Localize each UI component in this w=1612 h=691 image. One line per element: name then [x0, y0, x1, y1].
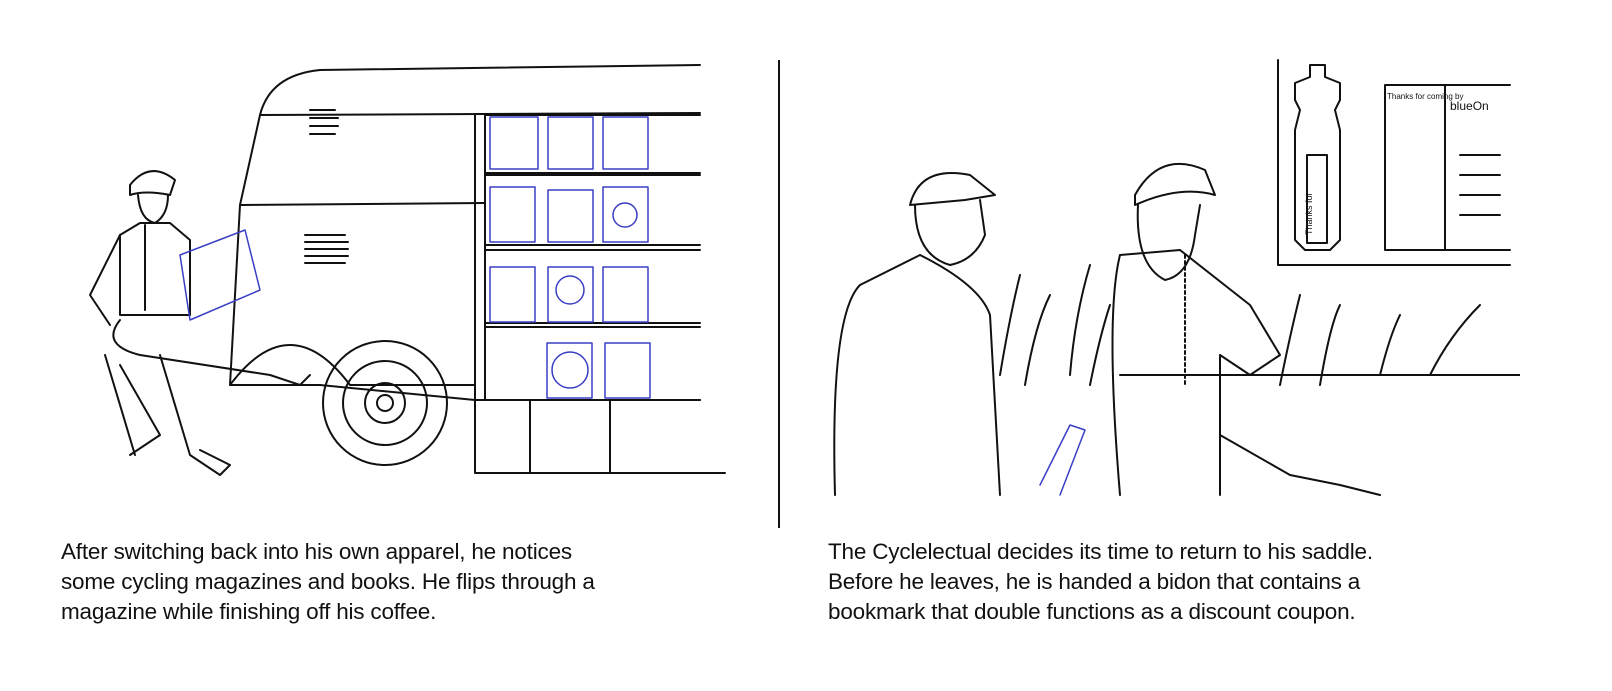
- van-bookshop-illustration: [89, 64, 726, 476]
- vent-icon: [304, 109, 349, 264]
- caption-line: magazine while finishing off his coffee.: [61, 599, 437, 624]
- caption-line: Before he leaves, he is handed a bidon t…: [828, 569, 1361, 594]
- caption-line: some cycling magazines and books. He fli…: [61, 569, 595, 594]
- wheel-icon: [322, 340, 448, 466]
- magazine-covers: [489, 116, 651, 399]
- poster-brand: blueOn: [1450, 99, 1489, 113]
- caption-line: After switching back into his own appare…: [61, 539, 572, 564]
- cyclist-with-helmet-figure: [1111, 162, 1381, 496]
- caption-left: After switching back into his own appare…: [61, 537, 761, 627]
- caption-right: The Cyclelectual decides its time to ret…: [828, 537, 1528, 627]
- cyclist-reading-figure: [89, 170, 311, 476]
- man-with-cap-figure: [833, 172, 1001, 496]
- bookmark-text: Thanks for: [1304, 192, 1314, 235]
- water-bottle-icon: [1294, 64, 1341, 251]
- handing-bidon-illustration: Thanks for Thanks for coming by blueOn: [833, 59, 1520, 496]
- poster-text: Thanks for coming by: [1387, 92, 1463, 101]
- caption-line: The Cyclelectual decides its time to ret…: [828, 539, 1373, 564]
- panel-divider: [778, 60, 780, 528]
- caption-line: bookmark that double functions as a disc…: [828, 599, 1356, 624]
- bidon-in-hand: [1039, 424, 1086, 496]
